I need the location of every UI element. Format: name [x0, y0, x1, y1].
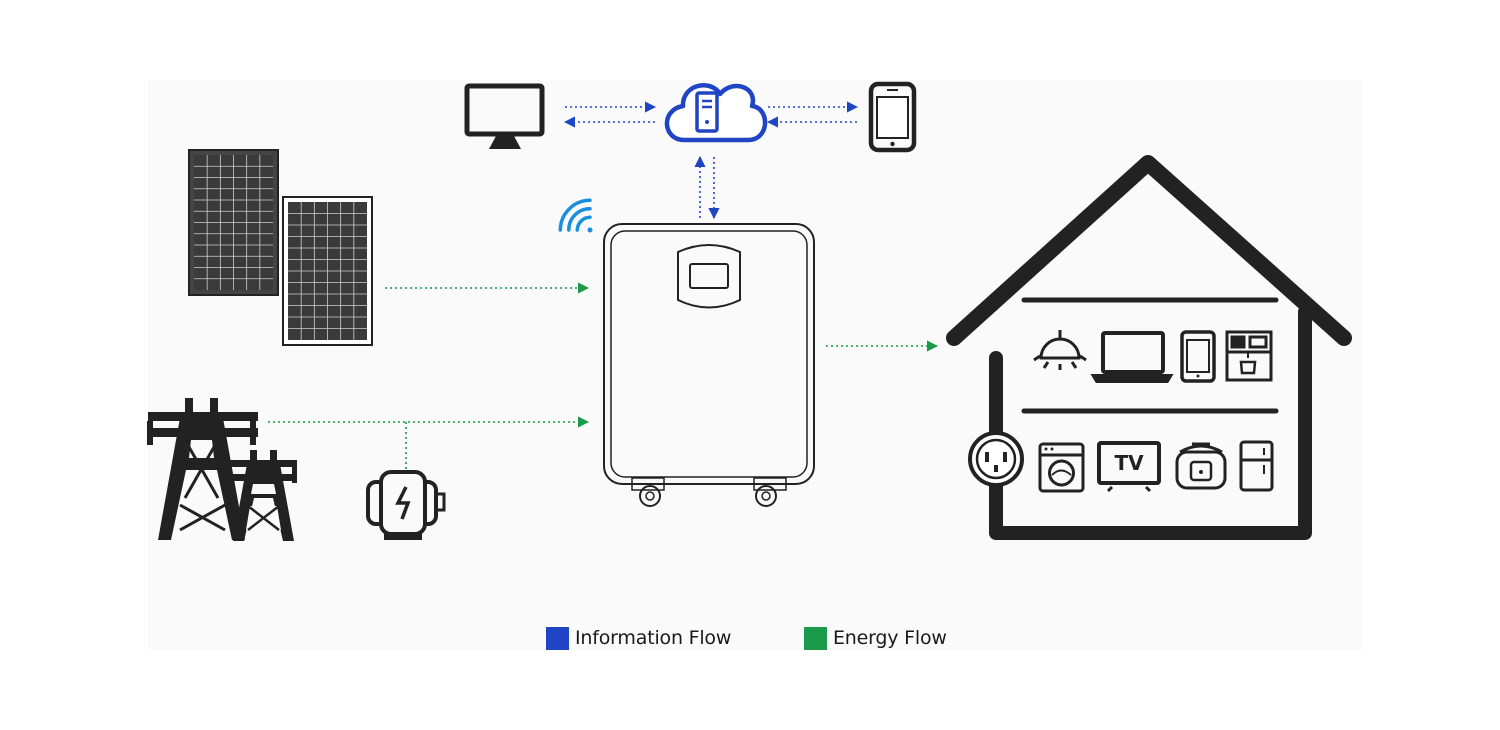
coffee-machine-icon	[1225, 330, 1273, 382]
power-tower-icon	[147, 398, 297, 541]
tablet-icon	[1180, 330, 1216, 383]
power-outlet-icon	[968, 431, 1024, 487]
cloud-server-icon	[664, 83, 768, 143]
legend-label-energy: Energy Flow	[833, 627, 947, 649]
energy-flow-arrows	[268, 282, 939, 470]
tv-label: TV	[1114, 451, 1144, 475]
legend-label-information: Information Flow	[575, 627, 732, 649]
battery-storage-icon	[603, 223, 815, 507]
solar-panel-icon	[282, 196, 373, 346]
legend-item-information-flow: Information Flow	[546, 624, 731, 652]
wheel-right	[755, 485, 777, 507]
legend-swatch-information	[546, 626, 569, 650]
tv-icon: TV	[1097, 441, 1161, 493]
solar-panel-icon	[188, 149, 279, 296]
refrigerator-icon	[1239, 440, 1274, 492]
legend-item-energy-flow: Energy Flow	[804, 624, 947, 652]
information-flow-arrows	[563, 101, 859, 220]
battery-display-screen	[689, 263, 729, 289]
laptop-icon	[1090, 331, 1174, 383]
wifi-icon	[558, 198, 593, 233]
battery-display-panel	[677, 244, 741, 309]
smartphone-icon	[868, 81, 917, 153]
monitor-icon	[464, 83, 545, 149]
generator-icon	[366, 470, 446, 540]
ceiling-lamp-icon	[1033, 330, 1087, 370]
rice-cooker-icon	[1175, 442, 1227, 490]
wheel-left	[639, 485, 661, 507]
washing-machine-icon	[1038, 442, 1085, 493]
legend-swatch-energy	[804, 626, 827, 650]
